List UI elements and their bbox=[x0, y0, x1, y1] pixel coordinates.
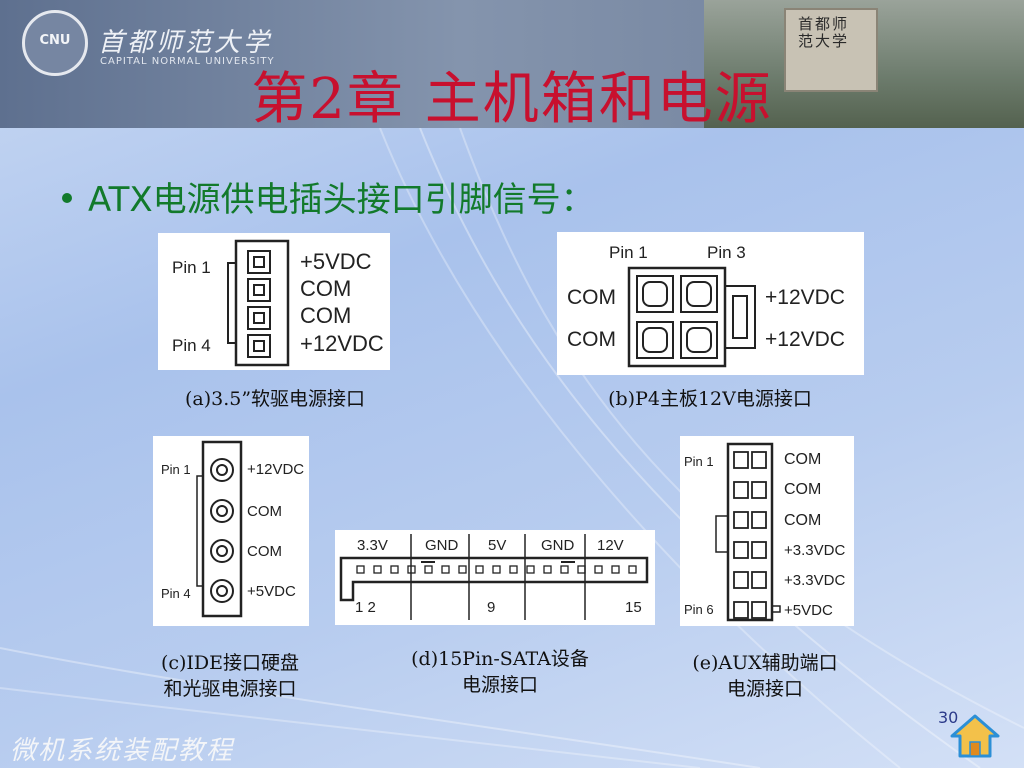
university-name-en: CAPITAL NORMAL UNIVERSITY bbox=[100, 56, 275, 67]
caption-d-line2: 电源接口 bbox=[461, 674, 538, 696]
bullet-text: ATX电源供电插头接口引脚信号： bbox=[88, 180, 595, 220]
signal-label: COM bbox=[247, 503, 282, 520]
caption-c-line1: (c)IDE接口硬盘 bbox=[160, 652, 300, 674]
caption-d: (d)15Pin-SATA设备 电源接口 bbox=[370, 646, 630, 698]
course-title: 微机系统装配教程 bbox=[10, 736, 235, 766]
caption-e-line2: 电源接口 bbox=[726, 678, 803, 700]
signal-label: COM bbox=[784, 451, 821, 468]
signal-label: +12VDC bbox=[300, 331, 384, 356]
pin3-label: Pin 3 bbox=[707, 243, 746, 262]
bullet-item: ATX电源供电插头接口引脚信号： bbox=[62, 172, 595, 221]
caption-e: (e)AUX辅助端口 电源接口 bbox=[660, 650, 870, 702]
university-logo: CNU bbox=[22, 10, 88, 76]
pin6-label: Pin 6 bbox=[684, 602, 714, 617]
signal-label: +5VDC bbox=[247, 583, 296, 600]
signal-label: +5VDC bbox=[300, 249, 372, 274]
left-signal-label: COM bbox=[567, 328, 616, 351]
caption-c-line2: 和光驱电源接口 bbox=[163, 678, 297, 700]
home-icon[interactable] bbox=[948, 712, 1002, 760]
right-signal-label: +12VDC bbox=[765, 328, 845, 351]
pin4-label: Pin 4 bbox=[161, 586, 191, 601]
sata-power-connector-diagram: 3.3V GND 5V GND 12V 1 2 9 15 bbox=[335, 530, 655, 625]
caption-c: (c)IDE接口硬盘 和光驱电源接口 bbox=[120, 650, 340, 702]
gate-plaque-text: 首都师范大学 bbox=[798, 15, 850, 50]
top-label: 5V bbox=[488, 537, 506, 554]
signal-label: COM bbox=[784, 512, 821, 529]
campus-photo: 首都师范大学 bbox=[704, 0, 1024, 128]
top-label: 12V bbox=[597, 537, 624, 554]
right-signal-label: +12VDC bbox=[765, 286, 845, 309]
pin1-label: Pin 1 bbox=[161, 462, 191, 477]
aux-power-connector-diagram: Pin 1 Pin 6 COM COM COM +3.3VDC +3.3VDC … bbox=[680, 436, 854, 626]
slide-title: 第2章 主机箱和电源 bbox=[251, 67, 773, 132]
gate-plaque: 首都师范大学 bbox=[784, 8, 878, 92]
logo-text: CNU bbox=[39, 33, 71, 48]
p4-12v-connector-diagram: Pin 1 Pin 3 COM COM +12VDC +12VDC bbox=[557, 232, 864, 375]
signal-label: +12VDC bbox=[247, 461, 304, 478]
signal-label: +3.3VDC bbox=[784, 542, 845, 559]
top-label: GND bbox=[425, 537, 459, 554]
pin1-label: Pin 1 bbox=[609, 243, 648, 262]
signal-label: COM bbox=[300, 276, 351, 301]
signal-label: COM bbox=[300, 303, 351, 328]
ide-power-connector-diagram: Pin 1 Pin 4 +12VDC COM COM +5VDC bbox=[153, 436, 309, 626]
signal-label: COM bbox=[247, 543, 282, 560]
caption-d-line1: (d)15Pin-SATA设备 bbox=[411, 648, 589, 670]
caption-e-line1: (e)AUX辅助端口 bbox=[692, 652, 838, 674]
header-banner: CNU 首都师范大学 CAPITAL NORMAL UNIVERSITY 首都师… bbox=[0, 0, 1024, 128]
pin4-label: Pin 4 bbox=[172, 336, 211, 355]
background-curves bbox=[0, 128, 1024, 768]
floppy-power-connector-diagram: Pin 1 Pin 4 +5VDC COM COM +12VDC bbox=[158, 233, 390, 370]
left-signal-label: COM bbox=[567, 286, 616, 309]
signal-label: +3.3VDC bbox=[784, 572, 845, 589]
bottom-label: 15 bbox=[625, 599, 642, 616]
bottom-label: 9 bbox=[487, 599, 495, 616]
pin1-label: Pin 1 bbox=[684, 454, 714, 469]
caption-a: (a)3.5”软驱电源接口 bbox=[184, 388, 366, 410]
caption-b: (b)P4主板12V电源接口 bbox=[608, 388, 812, 410]
bullet-dot-icon bbox=[62, 192, 72, 203]
bottom-label: 1 2 bbox=[355, 599, 376, 616]
top-label: 3.3V bbox=[357, 537, 388, 554]
university-name-cn: 首都师范大学 bbox=[98, 28, 273, 58]
signal-label: COM bbox=[784, 481, 821, 498]
top-label: GND bbox=[541, 537, 575, 554]
pin1-label: Pin 1 bbox=[172, 258, 211, 277]
signal-label: +5VDC bbox=[784, 602, 833, 619]
page-number: 30 bbox=[938, 708, 959, 727]
